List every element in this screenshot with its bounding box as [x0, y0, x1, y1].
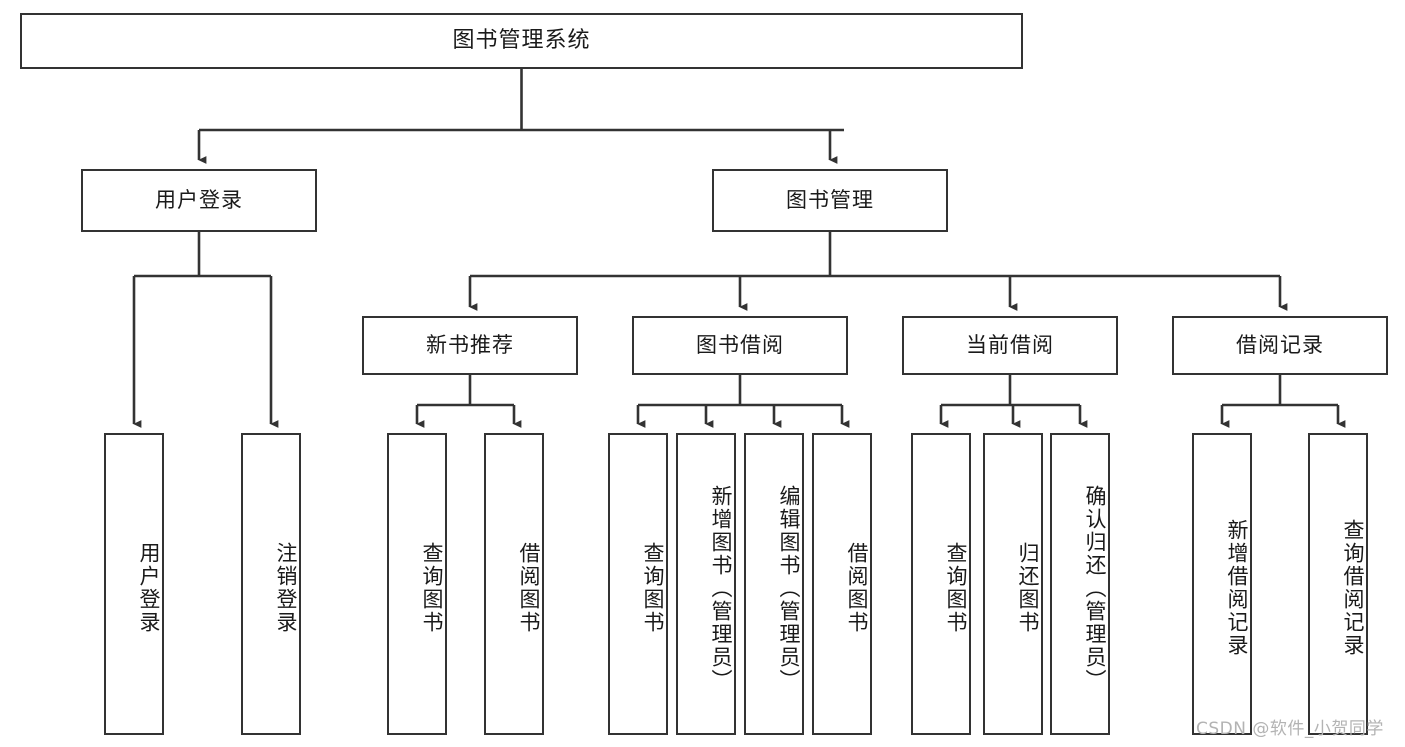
node-leaf-query-book-current[interactable]: 查询图书 [911, 433, 971, 735]
node-leaf-borrow-book-rec[interactable]: 借阅图书 [484, 433, 544, 735]
csdn-watermark: CSDN @软件_小贺同学 [1196, 719, 1384, 739]
node-user-login[interactable]: 用户登录 [81, 169, 317, 232]
node-leaf-confirm-return-admin[interactable]: 确认归还（管理员） [1050, 433, 1110, 735]
node-leaf-edit-book-admin[interactable]: 编辑图书（管理员） [744, 433, 804, 735]
node-book-manage[interactable]: 图书管理 [712, 169, 948, 232]
node-leaf-query-book-rec[interactable]: 查询图书 [387, 433, 447, 735]
node-leaf-add-book-admin[interactable]: 新增图书（管理员） [676, 433, 736, 735]
node-leaf-user-login[interactable]: 用户登录 [104, 433, 164, 735]
node-borrow-record[interactable]: 借阅记录 [1172, 316, 1388, 375]
node-leaf-query-borrow-record[interactable]: 查询借阅记录 [1308, 433, 1368, 735]
node-leaf-logout[interactable]: 注销登录 [241, 433, 301, 735]
node-book-borrow[interactable]: 图书借阅 [632, 316, 848, 375]
node-current-borrow[interactable]: 当前借阅 [902, 316, 1118, 375]
node-leaf-query-book-borrow[interactable]: 查询图书 [608, 433, 668, 735]
node-leaf-add-borrow-record[interactable]: 新增借阅记录 [1192, 433, 1252, 735]
node-root[interactable]: 图书管理系统 [20, 13, 1023, 69]
node-new-book-recommend[interactable]: 新书推荐 [362, 316, 578, 375]
node-leaf-return-book[interactable]: 归还图书 [983, 433, 1043, 735]
node-leaf-borrow-book-borrow[interactable]: 借阅图书 [812, 433, 872, 735]
